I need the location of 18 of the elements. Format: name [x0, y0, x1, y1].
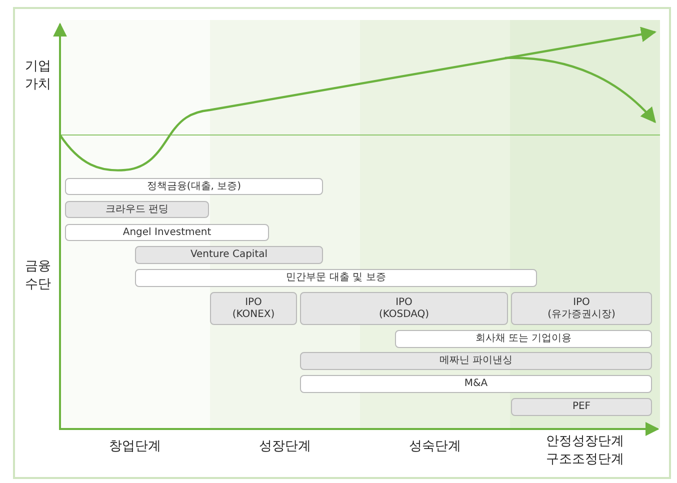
funding-bar: PEF	[511, 398, 652, 416]
stage-label: 성숙단계	[408, 438, 462, 456]
funding-bar: 크라우드 펀딩	[65, 201, 209, 218]
stage-label: 창업단계	[108, 438, 162, 456]
funding-bar: 메짜닌 파이낸싱	[300, 352, 652, 370]
stage-label: 안정성장단계 구조조정단계	[545, 433, 625, 469]
axis-label: 기업 가치	[24, 58, 52, 94]
funding-bar: 회사채 또는 기업이용	[395, 330, 652, 348]
funding-bar: M&A	[300, 375, 652, 393]
funding-bar: Angel Investment	[65, 224, 269, 241]
funding-bar: 민간부문 대출 및 보증	[135, 269, 537, 287]
funding-bar: IPO (KONEX)	[210, 292, 297, 325]
funding-bar: IPO (KOSDAQ)	[300, 292, 508, 325]
funding-bar: Venture Capital	[135, 246, 323, 264]
axis-label: 금융 수단	[24, 258, 52, 294]
funding-bar: 정책금융(대출, 보증)	[65, 178, 323, 195]
funding-bar: IPO (유가증권시장)	[511, 292, 652, 325]
stage-label: 성장단계	[258, 438, 312, 456]
